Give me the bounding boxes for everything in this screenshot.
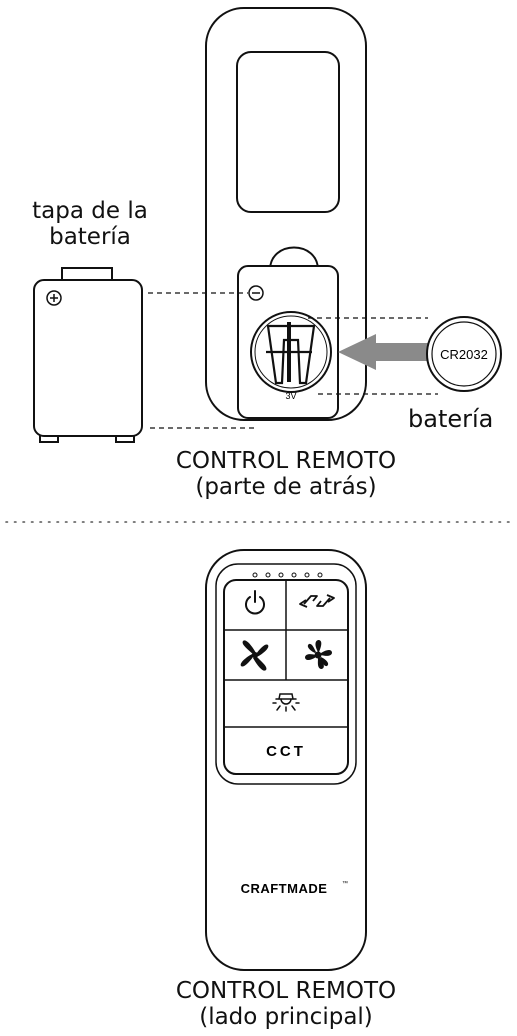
cct-button[interactable]: CCT — [225, 728, 347, 773]
fan-reverse-icon — [299, 594, 335, 608]
insert-arrow — [338, 334, 432, 370]
brand-logo: CRAFTMADE — [241, 881, 328, 896]
minus-symbol — [248, 285, 264, 301]
back-caption-line1: CONTROL REMOTO — [175, 448, 397, 474]
remote-front: CCT CRAFTMADE ™ — [205, 549, 367, 971]
light-icon — [272, 693, 300, 712]
fan-high-button[interactable] — [287, 631, 347, 679]
back-caption-line2: (parte de atrás) — [195, 474, 377, 501]
front-caption: CONTROL REMOTO (lado principal) — [140, 978, 432, 1031]
front-caption-line1: CONTROL REMOTO — [175, 978, 397, 1004]
plus-symbol — [46, 290, 62, 306]
fan-reverse-button[interactable] — [287, 581, 347, 629]
battery-cover-label: tapa de la batería — [32, 198, 148, 251]
fan-low-button[interactable] — [225, 631, 285, 679]
battery-cover — [33, 267, 143, 443]
indicator-leds — [252, 572, 323, 578]
coin-battery: CR2032 — [426, 316, 502, 392]
front-caption-line2: (lado principal) — [199, 1004, 373, 1031]
power-icon — [245, 590, 265, 615]
battery-model: CR2032 — [440, 347, 488, 362]
trademark-symbol: ™ — [342, 880, 348, 887]
back-caption: CONTROL REMOTO (parte de atrás) — [140, 448, 432, 501]
voltage-label: 3V — [285, 391, 296, 401]
light-button[interactable] — [225, 681, 347, 726]
battery-label: batería — [408, 405, 494, 433]
guide-lines — [148, 292, 438, 429]
cct-label: CCT — [266, 743, 306, 760]
fan-high-icon — [305, 640, 332, 669]
fan-low-icon — [240, 640, 269, 671]
battery-compartment: 3V — [237, 246, 339, 419]
power-button[interactable] — [225, 581, 285, 629]
